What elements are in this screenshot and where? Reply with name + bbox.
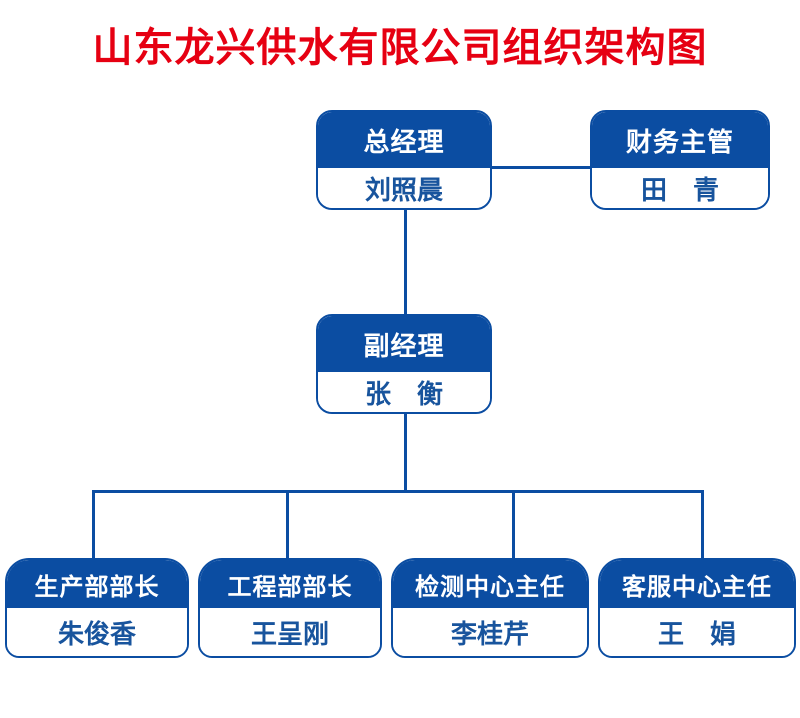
connector-deputy-to-bus [404,412,407,492]
node-engineering-head-title: 工程部部长 [200,560,380,608]
connector-gm-to-finance [490,166,590,169]
node-testing-center-director[interactable]: 检测中心主任 李桂芹 [391,558,589,658]
node-engineering-head[interactable]: 工程部部长 王呈刚 [198,558,382,658]
node-engineering-head-name: 王呈刚 [200,608,380,656]
node-finance-supervisor-title: 财务主管 [592,112,768,168]
node-finance-supervisor-name: 田 青 [592,168,768,208]
connector-drop-testing [512,490,515,560]
node-service-center-director-name: 王 娟 [600,608,794,656]
node-general-manager-title: 总经理 [318,112,490,168]
node-general-manager-name: 刘照晨 [318,168,490,208]
node-production-head-name: 朱俊香 [7,608,187,656]
node-service-center-director-title: 客服中心主任 [600,560,794,608]
page-title: 山东龙兴供水有限公司组织架构图 [92,26,708,70]
node-production-head-title: 生产部部长 [7,560,187,608]
node-general-manager[interactable]: 总经理 刘照晨 [316,110,492,210]
node-testing-center-director-name: 李桂芹 [393,608,587,656]
connector-bus-horizontal [92,490,704,493]
node-production-head[interactable]: 生产部部长 朱俊香 [5,558,189,658]
node-finance-supervisor[interactable]: 财务主管 田 青 [590,110,770,210]
connector-drop-service [701,490,704,560]
connector-drop-production [92,490,95,560]
node-service-center-director[interactable]: 客服中心主任 王 娟 [598,558,796,658]
node-testing-center-director-title: 检测中心主任 [393,560,587,608]
node-deputy-manager[interactable]: 副经理 张 衡 [316,314,492,414]
node-deputy-manager-title: 副经理 [318,316,490,372]
connector-gm-to-deputy [404,206,407,320]
connector-drop-engineering [286,490,289,560]
node-deputy-manager-name: 张 衡 [318,372,490,412]
